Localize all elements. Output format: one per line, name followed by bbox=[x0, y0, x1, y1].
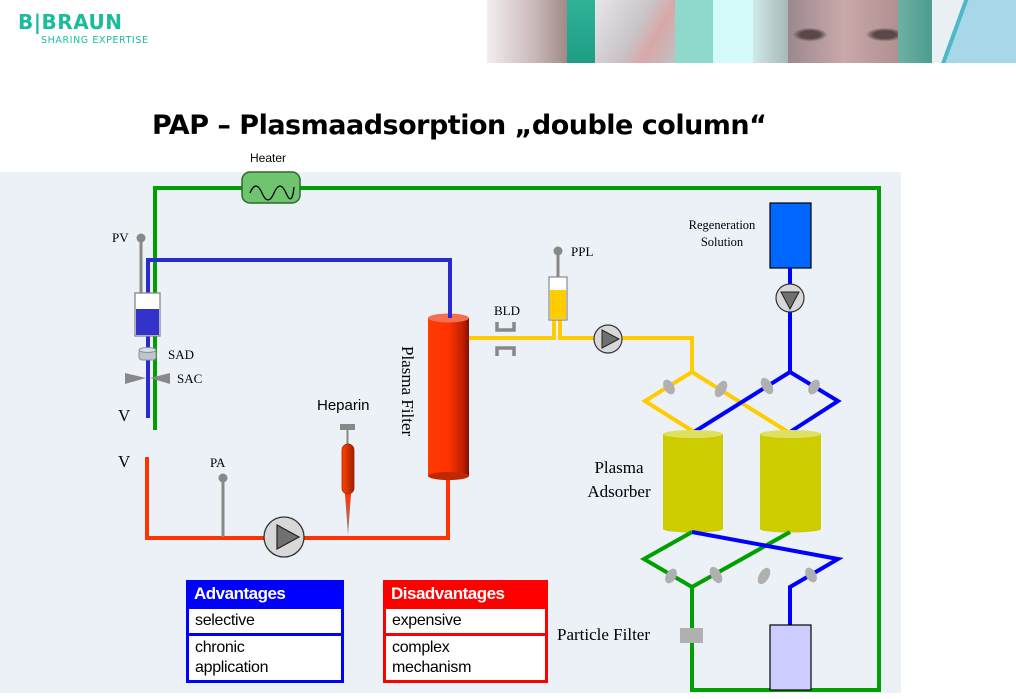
plasma-filter-label: Plasma Filter bbox=[398, 346, 417, 437]
regeneration-label-line1: Regeneration bbox=[689, 218, 756, 232]
particle-filter-label: Particle Filter bbox=[557, 625, 650, 644]
advantages-header: Advantages bbox=[194, 584, 286, 603]
venous-drip-chamber bbox=[134, 292, 161, 337]
arterial-access-label: V bbox=[118, 452, 131, 471]
disadvantages-header: Disadvantages bbox=[391, 584, 505, 603]
advantage-item-line: application bbox=[195, 659, 269, 676]
return-line-green bbox=[153, 186, 881, 692]
plasma-line-yellow bbox=[469, 318, 790, 434]
sac-label: SAC bbox=[177, 371, 202, 386]
sad-label: SAD bbox=[168, 347, 194, 362]
sac-clamp-icon bbox=[125, 373, 170, 384]
regeneration-pump-icon bbox=[775, 283, 805, 313]
slide-title: PAP – Plasmaadsorption „double column“ bbox=[152, 110, 767, 141]
regeneration-line-blue bbox=[692, 268, 842, 434]
plasma-adsorber-label-line2: Adsorber bbox=[587, 482, 651, 501]
venous-access-label: V bbox=[118, 406, 131, 425]
plasma-filter-icon bbox=[428, 300, 469, 480]
heater-label: Heater bbox=[250, 151, 286, 165]
bbraun-logo: B|BRAUN SHARING EXPERTISE bbox=[18, 12, 149, 46]
upper-valves-icon bbox=[663, 377, 820, 398]
disadvantage-item-line: mechanism bbox=[392, 659, 472, 676]
logo-tagline: SHARING EXPERTISE bbox=[41, 35, 149, 46]
plasma-pump-icon bbox=[593, 324, 623, 354]
advantages-box: Advantages selective chronic application bbox=[186, 580, 344, 683]
ppl-label: PPL bbox=[571, 244, 593, 259]
advantage-item: chronic application bbox=[189, 636, 341, 680]
disadvantage-item: complex mechanism bbox=[386, 636, 545, 680]
disadvantages-box: Disadvantages expensive complex mechanis… bbox=[383, 580, 548, 683]
heater-icon bbox=[241, 171, 301, 204]
plasma-adsorber-label-line1: Plasma bbox=[594, 458, 644, 477]
particle-filter-icon bbox=[680, 628, 703, 643]
pa-pressure-sensor bbox=[218, 473, 228, 537]
pv-label: PV bbox=[112, 230, 129, 245]
bld-label: BLD bbox=[494, 303, 520, 318]
pa-label: PA bbox=[210, 455, 226, 470]
disadvantage-item-line: complex bbox=[392, 639, 450, 656]
heparin-label: Heparin bbox=[317, 397, 370, 414]
header-banner-image bbox=[487, 0, 1016, 63]
advantage-item-line: chronic bbox=[195, 639, 245, 656]
ppl-pressure-sensor bbox=[548, 246, 568, 321]
lower-valves-icon bbox=[665, 566, 817, 585]
disadvantage-item: expensive bbox=[386, 609, 545, 633]
blood-pump-icon bbox=[263, 516, 305, 558]
bld-blood-leak-detector-icon bbox=[495, 322, 516, 356]
plasma-adsorber-column-1 bbox=[663, 430, 723, 533]
lower-manifold-green bbox=[639, 530, 791, 600]
heparin-syringe-icon bbox=[340, 424, 355, 535]
plasma-adsorber-column-2 bbox=[760, 430, 821, 533]
sad-air-detector-icon bbox=[138, 347, 157, 361]
regeneration-solution-tank bbox=[769, 202, 812, 269]
logo-brand: B|BRAUN bbox=[18, 10, 123, 34]
pv-pressure-sensor bbox=[136, 233, 146, 295]
waste-bag bbox=[769, 624, 812, 691]
advantage-item: selective bbox=[189, 609, 341, 633]
regeneration-label-line2: Solution bbox=[701, 235, 744, 249]
